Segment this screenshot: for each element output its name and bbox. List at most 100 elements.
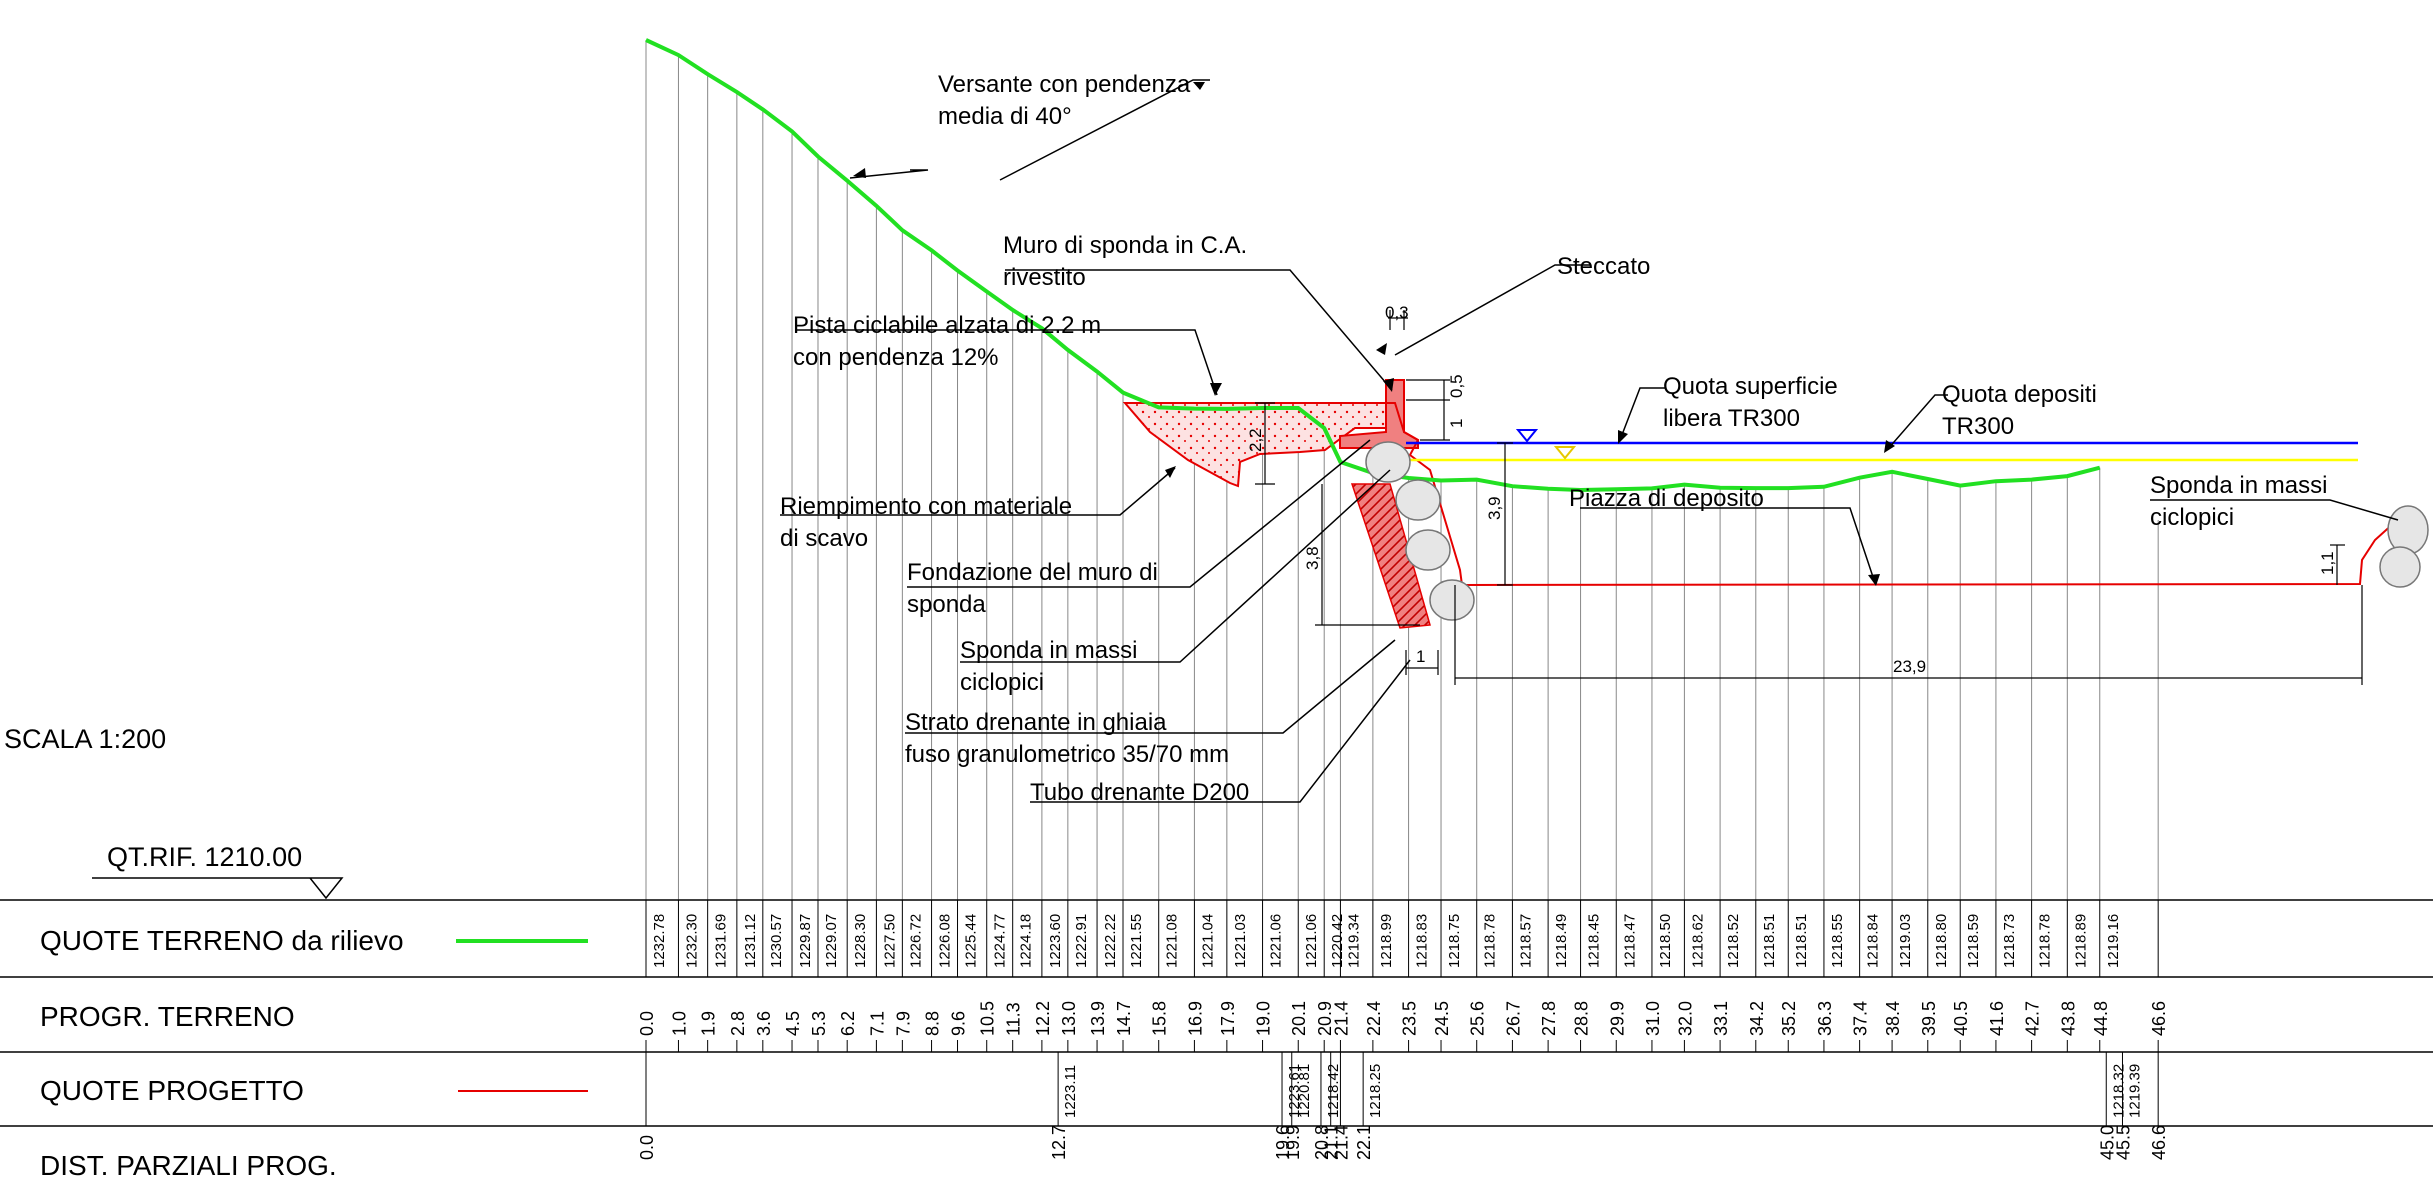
terrain-elevation-value: 1224.18: [1018, 914, 1035, 968]
terrain-progressive-value: 13.9: [1088, 1001, 1108, 1036]
terrain-progressive-value: 46.6: [2149, 1001, 2169, 1036]
terrain-progressive-value: 14.7: [1114, 1001, 1134, 1036]
partial-distance-value: 0.0: [637, 1135, 657, 1160]
terrain-progressive-value: 4.5: [783, 1011, 803, 1036]
terrain-progressive-value: 12.2: [1033, 1001, 1053, 1036]
terrain-progressive-value: 29.9: [1607, 1001, 1627, 1036]
terrain-progressive-value: 42.7: [2023, 1001, 2043, 1036]
terrain-elevation-value: 1218.73: [2001, 914, 2018, 968]
row-label-progr-terreno: PROGR. TERRENO: [40, 1001, 295, 1032]
terrain-elevation-value: 1218.57: [1517, 914, 1534, 968]
terrain-elevation-value: 1220.42: [1329, 914, 1346, 968]
dim-1-1: 1,1: [2318, 551, 2337, 575]
terrain-elevation-value: 1218.52: [1725, 914, 1742, 968]
boulder-blocks: [1365, 441, 2429, 621]
partial-distance-value: 46.6: [2149, 1125, 2169, 1160]
terrain-progressive-value: 11.3: [1004, 1002, 1024, 1036]
ref-level-label: QT.RIF. 1210.00: [107, 842, 302, 872]
terrain-elevation-value: 1218.99: [1378, 914, 1395, 968]
partial-distance-value: 20.8: [1312, 1125, 1332, 1160]
terrain-elevation-value: 1232.30: [684, 914, 701, 968]
steccato-label: Steccato: [1557, 253, 1650, 280]
terrain-progressive-value: 13.0: [1059, 1001, 1079, 1036]
dimension-lines: [1255, 310, 2363, 685]
terrain-elevation-value: 1218.78: [1482, 914, 1499, 968]
terrain-elevation-value: 1226.08: [937, 914, 954, 968]
terrain-elevation-value: 1218.75: [1446, 914, 1463, 968]
terrain-elevation-value: 1218.89: [2072, 914, 2089, 968]
terrain-elevation-value: 1221.55: [1128, 914, 1145, 968]
project-elevation-value: 1219.39: [2127, 1064, 2144, 1118]
terrain-progressive-value: 21.4: [1331, 1001, 1351, 1036]
terrain-progressive-value: 36.3: [1815, 1001, 1835, 1036]
scale-label: SCALA 1:200: [4, 724, 166, 754]
terrain-progressive-value: 8.8: [923, 1011, 943, 1036]
terrain-profile-line: [645, 38, 2101, 493]
water-level-symbol: [1515, 429, 1539, 443]
terrain-elevation-value: 1231.12: [742, 914, 759, 968]
terrain-progressive-value: 24.5: [1432, 1001, 1452, 1036]
dim-0-3: 0,3: [1385, 303, 1409, 322]
partial-distance-value: 19.9: [1283, 1125, 1303, 1160]
terrain-elevation-value: 1221.08: [1164, 914, 1181, 968]
terrain-progressive-value: 33.1: [1711, 1001, 1731, 1036]
terrain-elevation-value: 1218.62: [1689, 914, 1706, 968]
terrain-elevation-value: 1226.72: [907, 914, 924, 968]
dim-1-top: 1: [1447, 419, 1466, 428]
piazza-label: Piazza di deposito: [1569, 485, 1764, 512]
terrain-progressive-value: 32.0: [1675, 1001, 1695, 1036]
terrain-progressive-value: 20.1: [1289, 1001, 1309, 1036]
terrain-elevation-value: 1218.45: [1586, 914, 1603, 968]
terrain-progressive-value: 23.5: [1400, 1001, 1420, 1036]
terrain-progressive-value: 1.9: [699, 1011, 719, 1036]
terrain-elevation-value: 1227.50: [881, 914, 898, 968]
terrain-progressive-value: 7.1: [867, 1011, 887, 1036]
terrain-progressive-value: 27.8: [1539, 1001, 1559, 1036]
muro-label: Muro di sponda in C.A.rivestito: [1003, 232, 1247, 291]
terrain-elevation-value: 1228.30: [852, 914, 869, 968]
terrain-progressive-value: 43.8: [2058, 1001, 2078, 1036]
terrain-elevation-value: 1219.03: [1897, 914, 1914, 968]
terrain-progressive-value: 15.8: [1150, 1001, 1170, 1036]
terrain-elevation-value: 1218.80: [1933, 914, 1950, 968]
terrain-progressive-value: 19.0: [1254, 1001, 1274, 1036]
terrain-elevation-value: 1221.03: [1232, 914, 1249, 968]
terrain-elevation-value: 1221.06: [1303, 914, 1320, 968]
partial-distance-value: 21.4: [1331, 1125, 1351, 1160]
terrain-elevation-value: 1219.34: [1345, 914, 1362, 968]
project-elevation-value: 1218.32: [2110, 1064, 2127, 1118]
row-label-quote-progetto: QUOTE PROGETTO: [40, 1075, 304, 1106]
dimension-labels: 0,3 0,5 1 2,2 3,9 3,8 1 1,1 23,9: [1246, 303, 2337, 676]
terrain-elevation-value: 1218.84: [1865, 914, 1882, 968]
terrain-elevation-value: 1218.78: [2037, 914, 2054, 968]
dim-1-bottom: 1: [1416, 647, 1425, 666]
terrain-elevation-value: 1218.51: [1793, 914, 1810, 968]
dim-3-9: 3,9: [1485, 496, 1504, 520]
terrain-elevation-value: 1218.47: [1621, 914, 1638, 968]
terrain-progressive-value: 7.9: [893, 1011, 913, 1036]
terrain-elevation-value: 1229.07: [823, 914, 840, 968]
project-elevation-value: 1220.81: [1296, 1064, 1313, 1118]
terrain-elevation-value: 1218.49: [1553, 914, 1570, 968]
terrain-progressive-value: 37.4: [1851, 1001, 1871, 1036]
terrain-elevation-value: 1229.87: [797, 914, 814, 968]
partial-distance-value: 45.0: [2097, 1125, 2117, 1160]
terrain-progressive-value: 20.9: [1315, 1001, 1335, 1036]
dim-2-2: 2,2: [1246, 428, 1265, 452]
terrain-progressive-value: 17.9: [1218, 1001, 1238, 1036]
row-label-dist-parziali: DIST. PARZIALI PROG.: [40, 1150, 337, 1181]
terrain-elevation-value: 1221.06: [1268, 914, 1285, 968]
terrain-progressive-value: 34.2: [1747, 1001, 1767, 1036]
terrain-elevation-value: 1218.55: [1829, 914, 1846, 968]
terrain-progressive-value: 1.0: [670, 1011, 690, 1036]
partial-distance-value: 19.6: [1273, 1125, 1293, 1160]
terrain-elevation-value: 1232.78: [651, 914, 668, 968]
terrain-progressive-value: 5.3: [809, 1011, 829, 1036]
